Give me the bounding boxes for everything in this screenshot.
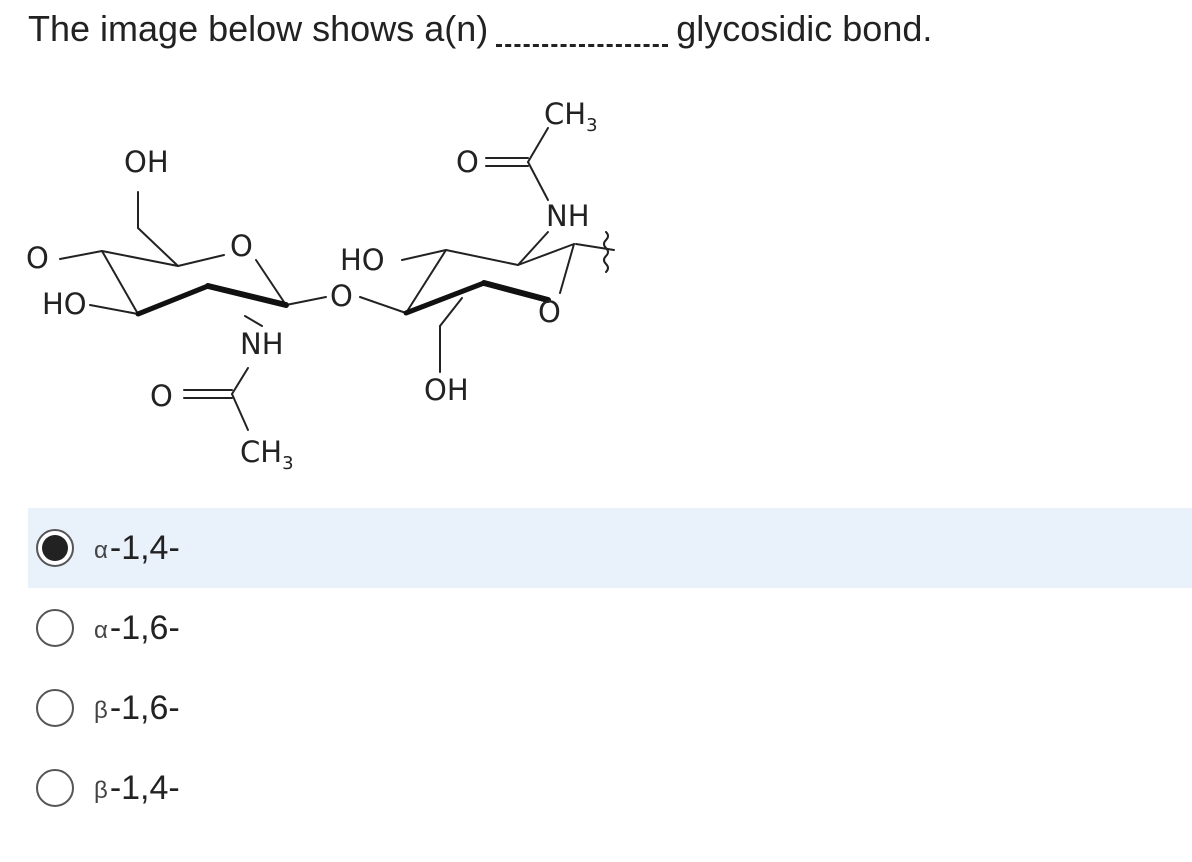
- ring-o-label-left: O: [230, 229, 253, 263]
- o-label-left: O: [26, 241, 49, 275]
- bridge-o-label: O: [330, 279, 353, 313]
- radio-button[interactable]: [36, 689, 74, 727]
- oh-label-bottom-right: OH: [424, 373, 469, 407]
- option-label: -1,4-: [109, 528, 180, 567]
- ch3-right-main: CH: [544, 97, 586, 131]
- ring-o-label-right: O: [538, 295, 561, 329]
- option-greek-letter: α: [94, 617, 108, 644]
- option-greek-letter: α: [94, 537, 108, 564]
- option-beta-1-6[interactable]: β-1,6-: [28, 668, 1192, 748]
- radio-button[interactable]: [36, 769, 74, 807]
- option-alpha-1-4[interactable]: α-1,4-: [28, 508, 1192, 588]
- disaccharide-structure: OH O HO O NH O CH3 HO O OH O CH3 NH O: [26, 97, 615, 474]
- carbonyl-o-label-left: O: [150, 379, 173, 413]
- ch3-right-subscript: 3: [586, 115, 597, 136]
- question-text-after: glycosidic bond.: [676, 8, 933, 49]
- radio-button[interactable]: [36, 529, 74, 567]
- radio-button[interactable]: [36, 609, 74, 647]
- option-greek-letter: β: [94, 697, 108, 724]
- question-text: The image below shows a(n) glycosidic bon…: [28, 8, 932, 50]
- answer-blank: [496, 44, 669, 47]
- option-label: -1,6-: [109, 688, 180, 727]
- nh-label-left: NH: [240, 327, 284, 361]
- ch3-left-subscript: 3: [282, 453, 293, 474]
- ch3-label-right: CH3: [544, 97, 598, 136]
- ho-label-left: HO: [42, 287, 87, 321]
- molecule-wedge-bonds: [135, 280, 551, 317]
- option-alpha-1-6[interactable]: α-1,6-: [28, 588, 1192, 668]
- ho-label-middle: HO: [340, 243, 385, 277]
- ch3-label-left: CH3: [240, 435, 294, 474]
- option-label: -1,6-: [109, 608, 180, 647]
- oh-label-top-left: OH: [124, 145, 169, 179]
- answer-options: α-1,4- α-1,6- β-1,6- β-1,4-: [28, 508, 1192, 828]
- option-beta-1-4[interactable]: β-1,4-: [28, 748, 1192, 828]
- option-label: -1,4-: [109, 768, 180, 807]
- question-text-before: The image below shows a(n): [28, 8, 489, 49]
- nh-label-right: NH: [546, 199, 590, 233]
- option-greek-letter: β: [94, 777, 108, 804]
- radio-selected-dot: [42, 535, 68, 561]
- ch3-left-main: CH: [240, 435, 282, 469]
- carbonyl-o-label-right: O: [456, 145, 479, 179]
- molecule-bonds: [59, 127, 615, 431]
